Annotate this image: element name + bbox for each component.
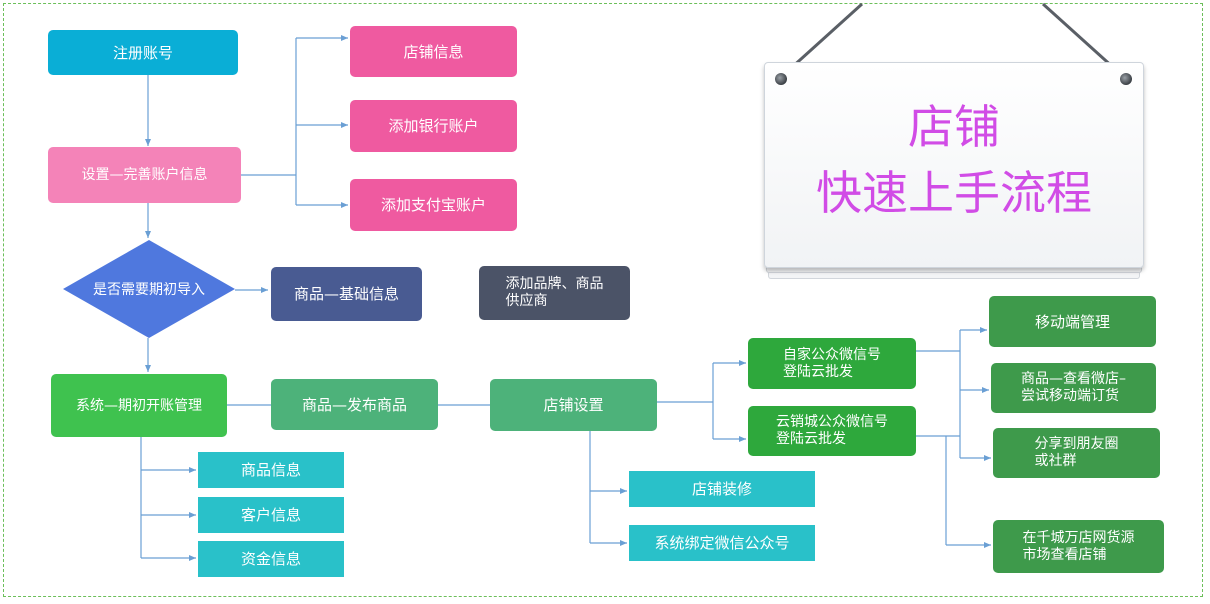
- sign-layer-middle: [766, 266, 1142, 273]
- sign-title-line1: 店铺: [908, 100, 1000, 154]
- node-store-decor: 店铺装修: [629, 471, 815, 507]
- node-need-import-label: 是否需要期初导入: [93, 282, 205, 298]
- node-add-bank: 添加银行账户: [350, 100, 517, 152]
- sign-layer-back: [768, 272, 1140, 279]
- node-cloud-wechat: 云销城公众微信号 登陆云批发: [748, 406, 916, 456]
- node-opening-manage: 系统—期初开账管理: [51, 374, 227, 437]
- nail-left-icon: [775, 73, 787, 85]
- node-customer-info: 客户信息: [198, 497, 344, 533]
- node-store-info: 店铺信息: [350, 26, 517, 77]
- node-store-settings: 店铺设置: [490, 379, 657, 431]
- sign-title-line2: 快速上手流程: [816, 166, 1092, 220]
- node-goods-info: 商品信息: [198, 452, 344, 488]
- node-goods-basic: 商品—基础信息: [271, 267, 422, 321]
- node-setup-account: 设置—完善账户信息: [48, 147, 241, 203]
- dashed-frame: [3, 3, 1203, 597]
- node-share-moments: 分享到朋友圈 或社群: [993, 428, 1160, 478]
- node-view-microstore: 商品—查看微店– 尝试移动端订货: [991, 363, 1156, 413]
- node-register: 注册账号: [48, 30, 238, 75]
- sign-card: 店铺 快速上手流程: [764, 62, 1144, 268]
- node-view-market: 在千城万店网货源 市场查看店铺: [993, 520, 1164, 573]
- node-fund-info: 资金信息: [198, 541, 344, 577]
- node-own-wechat: 自家公众微信号 登陆云批发: [748, 338, 916, 389]
- node-bind-wechat: 系统绑定微信公众号: [629, 525, 815, 561]
- nail-right-icon: [1120, 73, 1132, 85]
- node-mobile-manage: 移动端管理: [989, 296, 1156, 347]
- node-need-import-diamond: [63, 240, 235, 338]
- node-publish-goods: 商品—发布商品: [271, 379, 438, 430]
- hanging-sign: 店铺 快速上手流程: [764, 62, 1144, 279]
- node-brand-supplier: 添加品牌、商品 供应商: [479, 266, 630, 320]
- node-add-alipay: 添加支付宝账户: [350, 179, 517, 231]
